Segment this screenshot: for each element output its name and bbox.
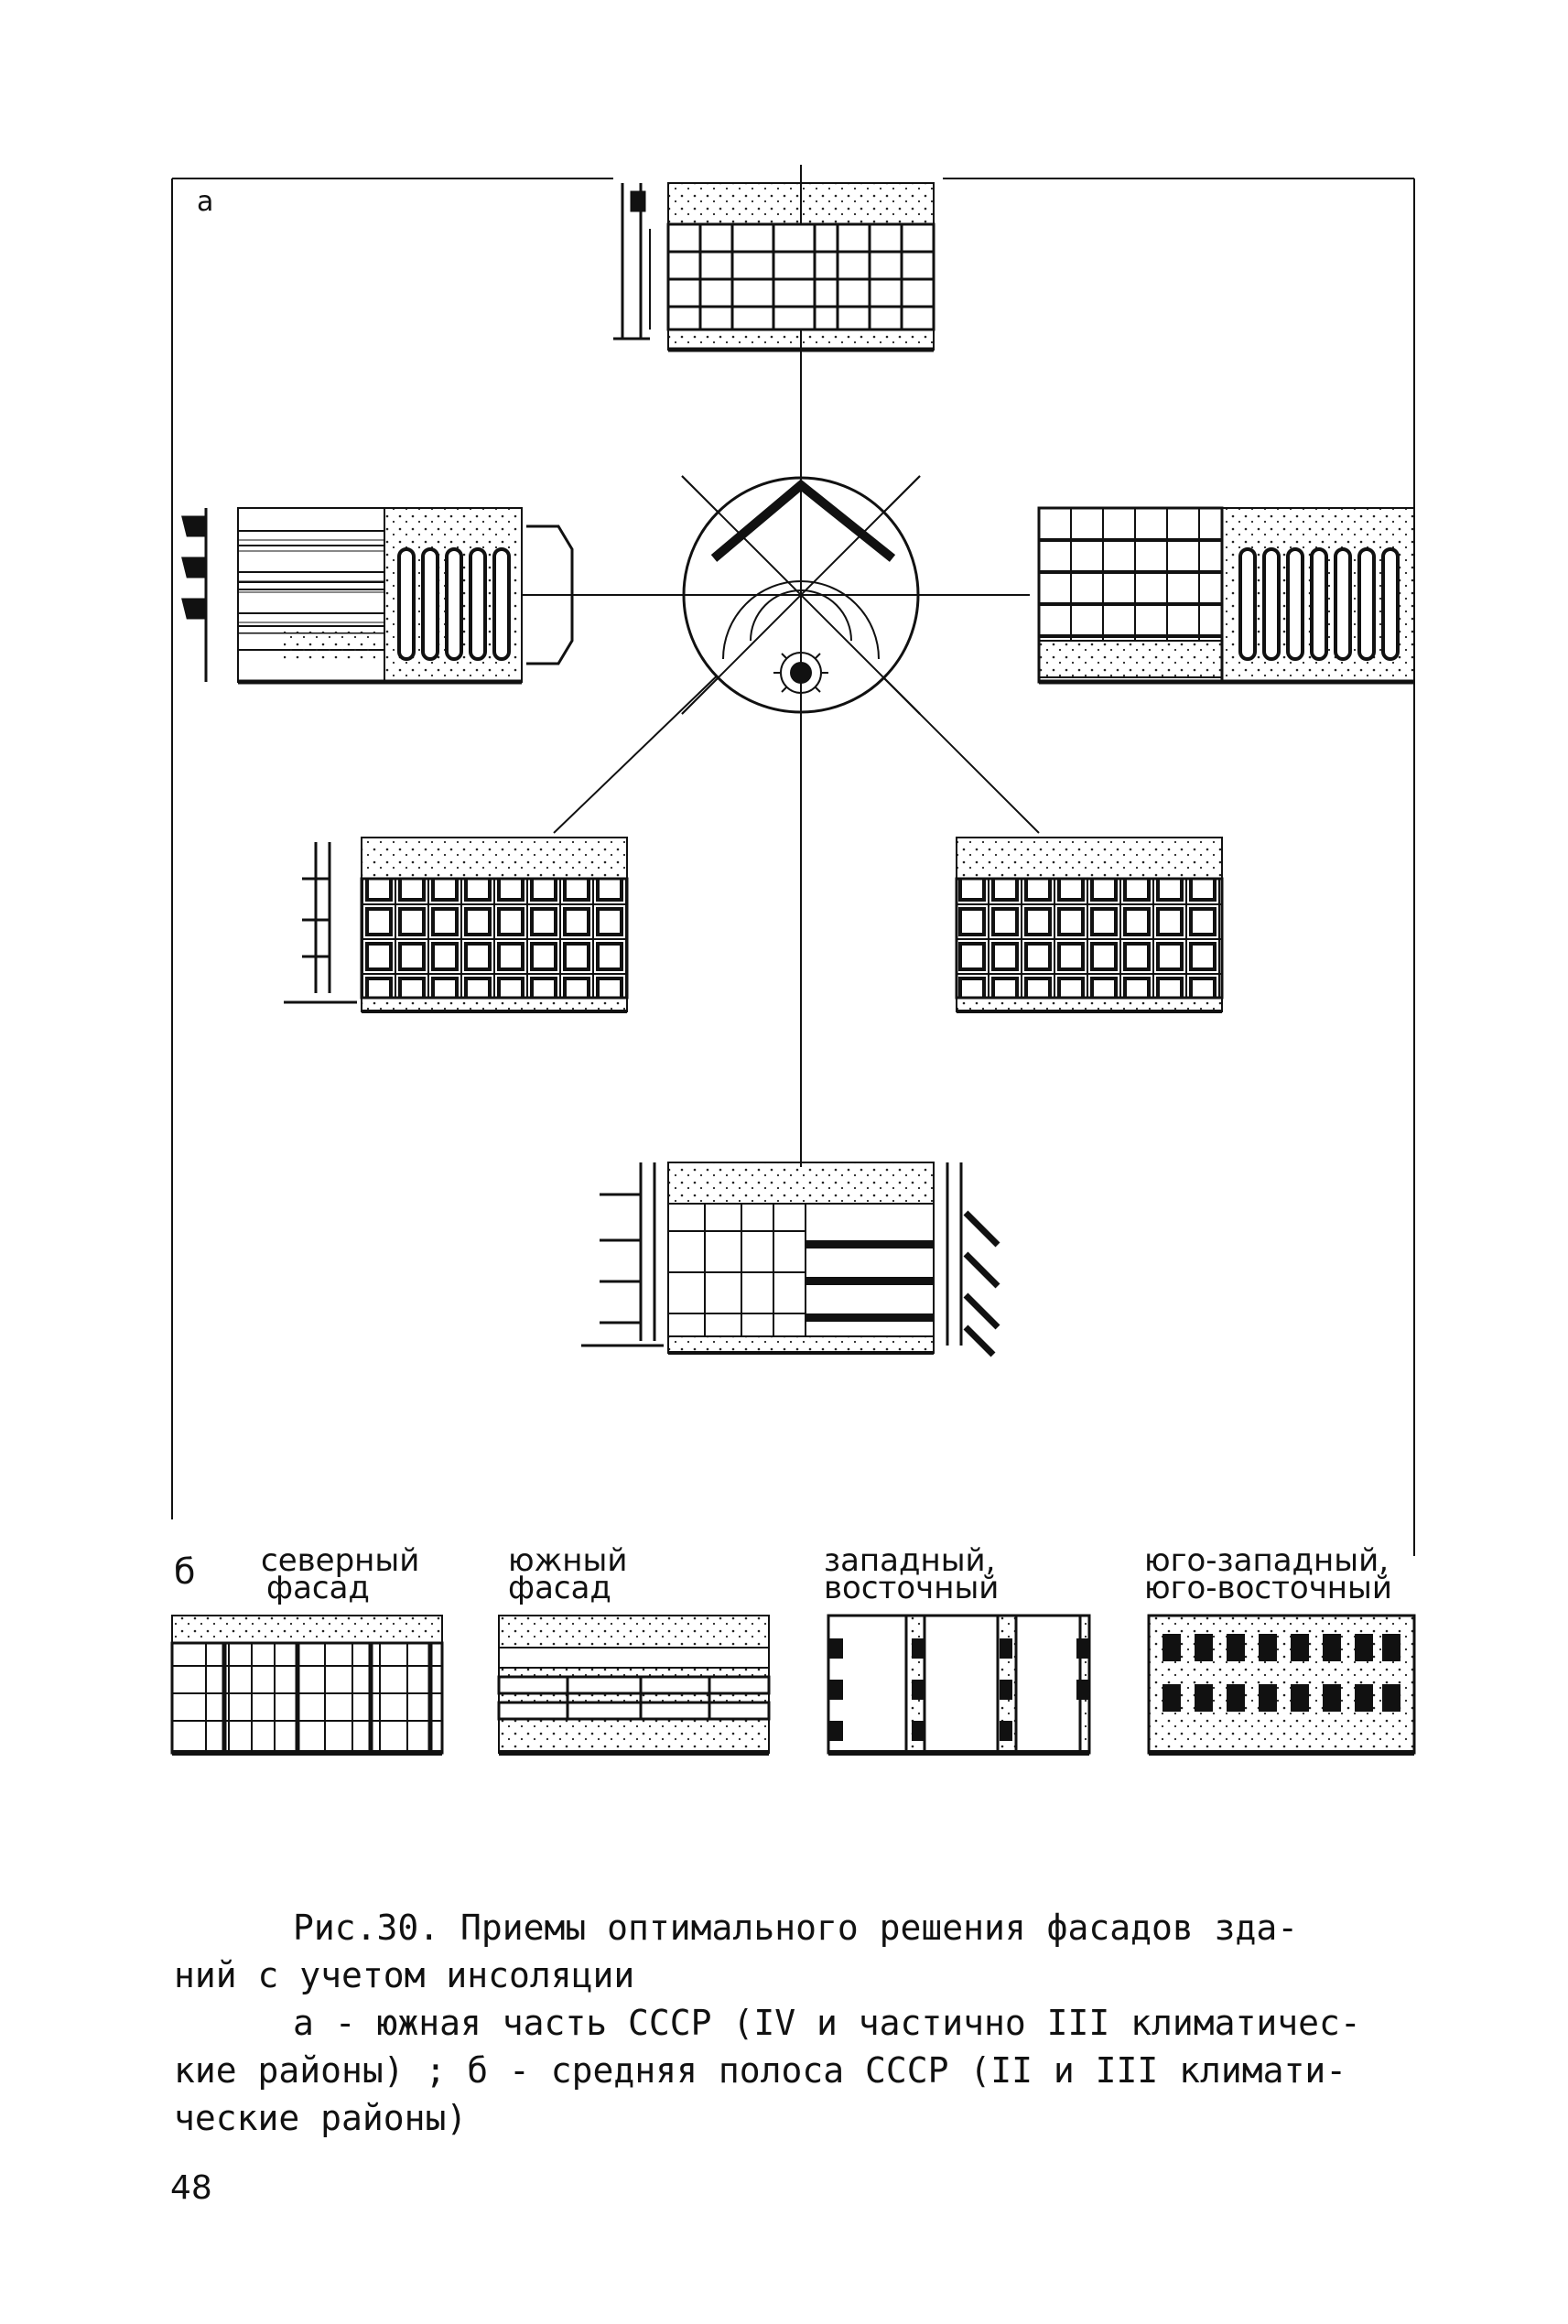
facade-label-west-east: западный, восточный	[824, 1542, 1000, 1606]
facade-diagram	[170, 165, 1416, 1756]
figure-30: а б северный фасад южный фасад западный,…	[170, 165, 1416, 1756]
facade-label-line: северный	[261, 1542, 420, 1579]
sun-icon	[773, 645, 828, 700]
section-bottom	[581, 1162, 1000, 1357]
caption-line: ческие районы)	[174, 2098, 468, 2138]
facade-top	[613, 182, 935, 352]
section-top	[613, 183, 651, 340]
panel-b-west-east	[827, 1614, 1091, 1756]
facade-right	[1037, 506, 1415, 685]
facade-lower-left	[284, 837, 629, 1013]
facade-left	[181, 507, 577, 685]
facade-label-line: юго-восточный	[1144, 1570, 1392, 1606]
panel-a-label: а	[197, 186, 214, 218]
facade-label-line: восточный	[824, 1570, 1000, 1606]
facade-label-line: западный,	[824, 1542, 996, 1579]
panel-b-north	[170, 1615, 444, 1756]
page-number: 48	[170, 2169, 212, 2207]
figure-caption: Рис.30. Приемы оптимального решения фаса…	[174, 1904, 1419, 2142]
facade-label-southwest-southeast: юго-западный, юго-восточный	[1144, 1542, 1392, 1606]
panel-b-southwest-southeast	[1147, 1614, 1416, 1756]
facade-bottom	[581, 1162, 1000, 1357]
caption-line: Рис.30. Приемы оптимального решения фаса…	[293, 1908, 1299, 1948]
facade-label-line: юго-западный,	[1144, 1542, 1390, 1579]
facade-label-line: фасад	[508, 1570, 611, 1606]
facade-label-south: южный фасад	[508, 1542, 628, 1606]
caption-line: ний с учетом инсоляции	[174, 1955, 635, 1995]
caption-line: а - южная часть СССР (IV и частично III …	[293, 2003, 1361, 2043]
facade-lower-right	[955, 837, 1224, 1013]
facade-label-north: северный фасад	[261, 1542, 420, 1606]
panel-b-south	[497, 1615, 771, 1756]
facade-label-line: южный	[508, 1542, 628, 1579]
section-lower-left	[284, 842, 357, 1004]
panel-a-frame	[171, 178, 1415, 1556]
caption-line: кие районы) ; б - средняя полоса СССР (I…	[174, 2050, 1347, 2091]
sun-orientation-dial	[681, 475, 921, 715]
facade-label-line: фасад	[266, 1570, 370, 1606]
panel-b-label: б	[174, 1551, 196, 1592]
